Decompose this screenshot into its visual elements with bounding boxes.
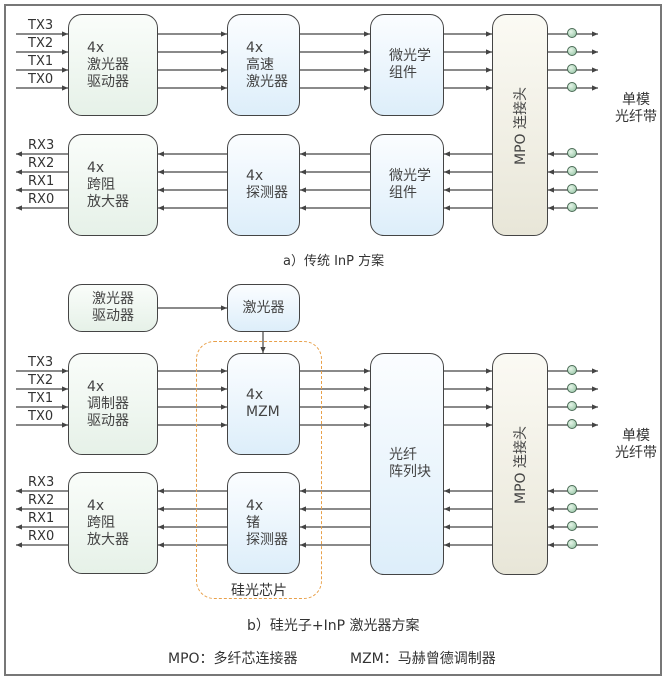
part_a-tx-fiber-dot — [567, 64, 577, 74]
part_a-tx-fiber-dot — [567, 28, 577, 38]
legend-mpo: MPO：多纤芯连接器 — [168, 651, 298, 667]
b-caption: b）硅光子+InP 激光器方案 — [247, 618, 420, 634]
part_b-rx-fiber-dot — [567, 539, 577, 549]
part_a-tx-label: TX3 — [28, 18, 54, 33]
part_b-tx-label: TX0 — [28, 409, 54, 424]
part_a-rx-fiber-dot — [567, 148, 577, 158]
b-mpo-connector-block — [492, 353, 548, 575]
a-caption: a）传统 InP 方案 — [283, 254, 385, 269]
b-laser-block: 激光器 — [227, 284, 300, 332]
diagram-frame — [4, 4, 662, 676]
part_a-rx-fiber-dot — [567, 202, 577, 212]
b-fiber-array-block: 光纤阵列块 — [370, 353, 444, 575]
b-fiber-label: 单模光纤带 — [615, 428, 657, 461]
b-chip-label: 硅光芯片 — [231, 583, 287, 599]
part_a-tx-fiber-dot — [567, 82, 577, 92]
part_a-tx-label: TX0 — [28, 72, 54, 87]
part_b-tx-label: TX1 — [28, 391, 54, 406]
part_b-tx-fiber-dot — [567, 401, 577, 411]
part_b-rx-fiber-dot — [567, 503, 577, 513]
part_a-rx-label: RX2 — [28, 156, 55, 171]
b-mpo-label: MPO 连接头 — [513, 426, 529, 504]
part_b-rx-label: RX3 — [28, 475, 55, 490]
part_b-tx-fiber-dot — [567, 365, 577, 375]
a-micro-optics-tx-block: 微光学组件 — [370, 14, 444, 116]
part_a-tx-label: TX1 — [28, 54, 54, 69]
part_b-rx-label: RX1 — [28, 511, 55, 526]
part_b-tx-label: TX3 — [28, 355, 54, 370]
a-fiber-label: 单模光纤带 — [615, 92, 657, 125]
a-mpo-label: MPO 连接头 — [513, 87, 529, 165]
part_a-rx-fiber-dot — [567, 184, 577, 194]
part_b-tx-label: TX2 — [28, 373, 54, 388]
part_b-rx-label: RX0 — [28, 529, 55, 544]
part_b-tx-fiber-dot — [567, 383, 577, 393]
part_b-rx-fiber-dot — [567, 485, 577, 495]
part_a-rx-fiber-dot — [567, 166, 577, 176]
part_b-rx-label: RX2 — [28, 493, 55, 508]
part_b-rx-fiber-dot — [567, 521, 577, 531]
part_a-rx-label: RX0 — [28, 192, 55, 207]
a-micro-optics-rx-block: 微光学组件 — [370, 134, 444, 236]
part_b-tx-fiber-dot — [567, 419, 577, 429]
a-mpo-connector-block — [492, 14, 548, 236]
part_a-rx-label: RX3 — [28, 138, 55, 153]
part_a-rx-label: RX1 — [28, 174, 55, 189]
part_a-tx-label: TX2 — [28, 36, 54, 51]
b-laser-driver-block: 激光器驱动器 — [68, 284, 158, 332]
legend-mzm: MZM：马赫曾德调制器 — [350, 651, 496, 667]
part_a-tx-fiber-dot — [567, 46, 577, 56]
silicon-chip-boundary — [196, 341, 322, 599]
